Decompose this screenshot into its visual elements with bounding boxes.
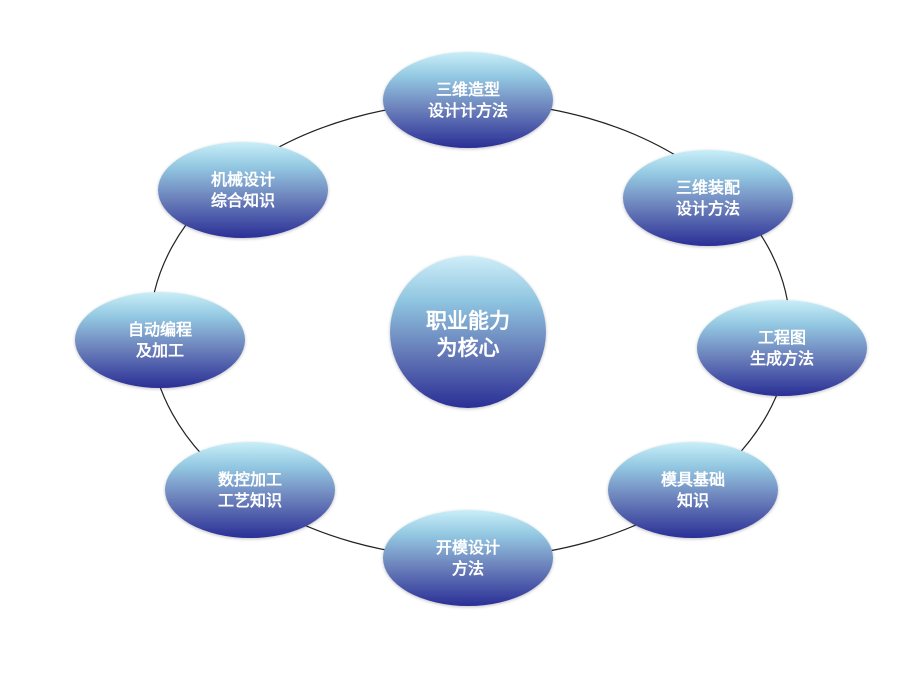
node-oval <box>383 510 553 606</box>
node-label-line-2: 方法 <box>452 559 484 578</box>
center-label-line-1: 职业能力 <box>426 309 510 333</box>
node-label-line-2: 知识 <box>677 491 709 510</box>
center-label-line-2: 为核心 <box>437 336 500 360</box>
node-label-line-2: 工艺知识 <box>218 491 282 510</box>
node-label-line-2: 综合知识 <box>211 191 275 210</box>
node-label-line-1: 开模设计 <box>436 538 500 557</box>
node-oval <box>158 142 328 238</box>
node-label-line-1: 模具基础 <box>661 470 725 489</box>
node-label-line-2: 设计方法 <box>676 199 740 218</box>
node-oval <box>383 52 553 148</box>
node-oval <box>608 442 778 538</box>
node-label-line-1: 三维造型 <box>436 80 500 99</box>
node-label-line-1: 机械设计 <box>211 170 275 189</box>
node-oval <box>75 292 245 388</box>
node-label-line-2: 设计计方法 <box>428 101 508 120</box>
node-label-line-1: 数控加工 <box>218 470 282 489</box>
outer-nodes: 三维造型设计计方法三维装配设计方法工程图生成方法模具基础知识开模设计方法数控加工… <box>75 52 867 606</box>
center-node[interactable]: 职业能力 为核心 <box>390 256 546 408</box>
node-oval <box>623 150 793 246</box>
node-label-line-1: 三维装配 <box>676 178 740 197</box>
node-label-line-2: 生成方法 <box>750 349 814 368</box>
node-oval <box>165 442 335 538</box>
node-oval <box>697 300 867 396</box>
node-label-line-1: 自动编程 <box>128 320 192 339</box>
node-label-line-1: 工程图 <box>758 328 806 347</box>
node-label-line-2: 及加工 <box>136 341 184 360</box>
